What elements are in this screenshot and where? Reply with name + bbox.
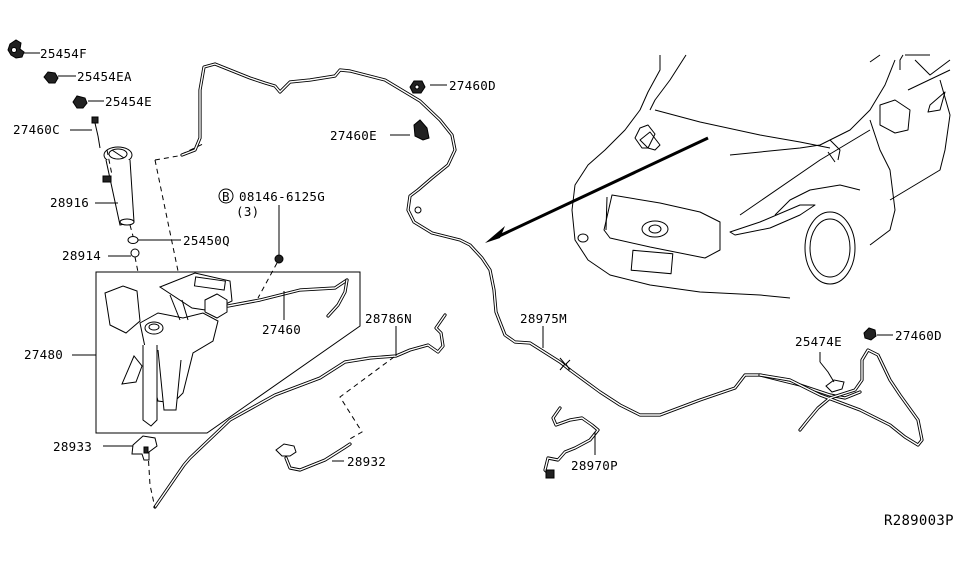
label-28970P: 28970P: [571, 458, 618, 473]
clip-25454E[interactable]: [72, 95, 104, 109]
label-28975M: 28975M: [520, 311, 567, 326]
dash-28786N-28932: [339, 356, 395, 441]
reference-code: R289003P: [884, 513, 954, 529]
label-27460D-right: 27460D: [895, 328, 942, 343]
dash-neck-seal: [129, 224, 134, 237]
hose-28786N[interactable]: [153, 313, 447, 509]
label-25454F: 25454F: [40, 46, 87, 61]
clip-27460D-right[interactable]: [863, 327, 893, 341]
vehicle-illustration: [571, 54, 951, 299]
nozzle-28933[interactable]: [103, 435, 158, 461]
label-25454E: 25454E: [105, 94, 152, 109]
label-27460: 27460: [262, 322, 301, 337]
grommet-28914[interactable]: [108, 248, 140, 258]
clip-27460E[interactable]: [390, 119, 430, 141]
dash-grommet-tank: [134, 256, 139, 273]
label-bolt-part: 08146-6125G: [239, 189, 325, 204]
dash-bolt: [257, 262, 278, 299]
label-27460D-top: 27460D: [449, 78, 496, 93]
label-28933: 28933: [53, 439, 92, 454]
nozzle-hose-28932[interactable]: [275, 442, 352, 472]
clip-27460D-top[interactable]: [409, 80, 447, 94]
bolt-08146-6125G[interactable]: [274, 254, 284, 264]
clip-25454EA[interactable]: [43, 71, 76, 84]
hose-27460[interactable]: [226, 278, 349, 318]
label-27460C: 27460C: [13, 122, 60, 137]
dash-hose-to-tank: [154, 159, 179, 272]
nozzle-25474E[interactable]: [819, 352, 845, 393]
label-27460E: 27460E: [330, 128, 377, 143]
label-28786N: 28786N: [365, 311, 412, 326]
hose-28975M-right[interactable]: [568, 348, 924, 447]
clip-25454F[interactable]: [7, 39, 40, 59]
label-25454EA: 25454EA: [77, 69, 132, 84]
label-27480: 27480: [24, 347, 63, 362]
label-bolt-qty: (3): [236, 204, 259, 219]
label-25474E: 25474E: [795, 334, 842, 349]
label-28916: 28916: [50, 195, 89, 210]
screw-27460C[interactable]: [70, 116, 101, 149]
label-25450Q: 25450Q: [183, 233, 230, 248]
seal-25450Q[interactable]: [127, 236, 181, 244]
dash-c-neck: [106, 149, 113, 176]
dash-28933: [147, 451, 156, 509]
washer-tank-27480[interactable]: [104, 272, 233, 427]
label-28932: 28932: [347, 454, 386, 469]
hose-28970P[interactable]: [543, 406, 600, 479]
bolt-symbol: B: [222, 189, 230, 204]
filler-neck-28916[interactable]: [102, 146, 135, 226]
hose-top-run[interactable]: [180, 62, 572, 373]
label-28914: 28914: [62, 248, 101, 263]
tank-assembly-box: [95, 271, 361, 434]
bolt-callout: B: [218, 188, 234, 204]
direction-arrow: [485, 136, 709, 243]
